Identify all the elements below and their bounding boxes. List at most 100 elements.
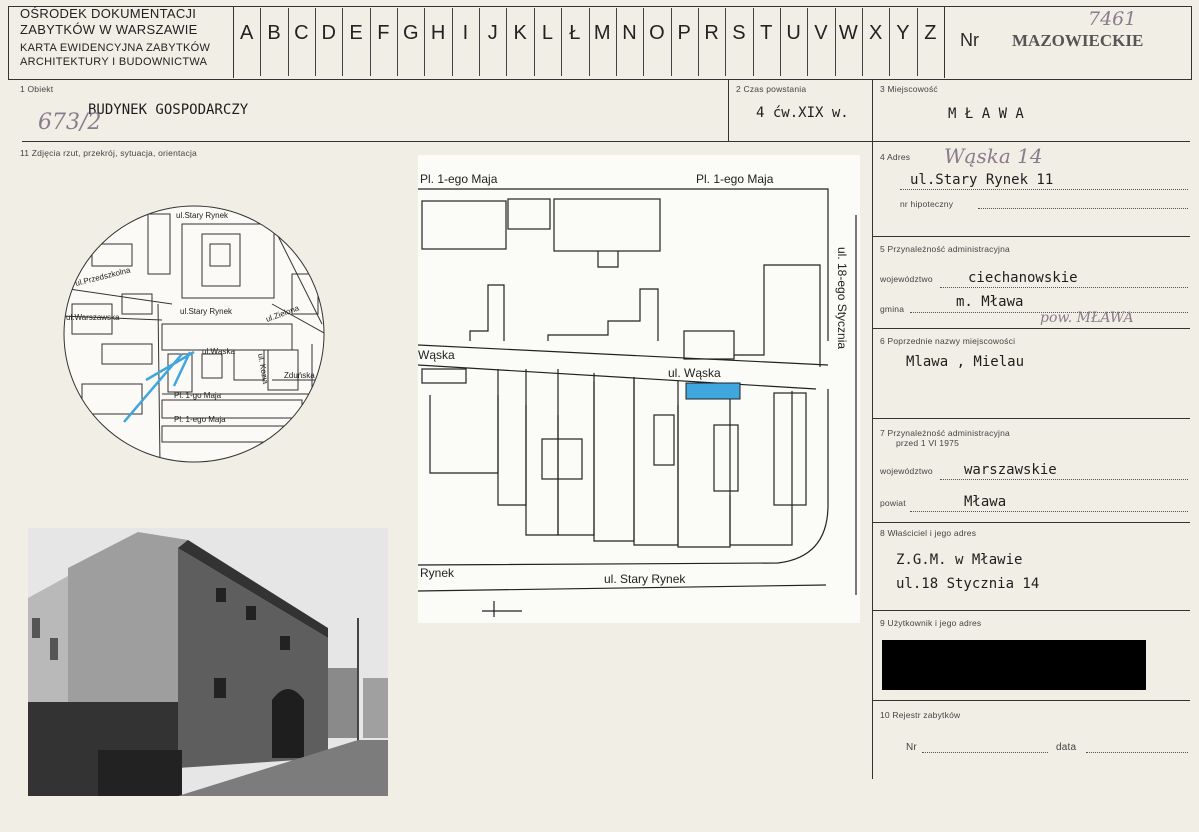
field5-gmina-value: m. Mława xyxy=(956,294,1024,310)
field7-powiat-dotline xyxy=(910,511,1188,512)
alphabet-letter: X xyxy=(868,22,883,44)
alphabet-letter: S xyxy=(732,22,746,44)
alphabet-letter: Ł xyxy=(569,22,581,44)
card-line-1: KARTA EWIDENCYJNA ZABYTKÓW xyxy=(20,42,211,54)
construction-date: 4 ćw.XIX w. xyxy=(756,105,849,121)
field7-woj-label: województwo xyxy=(880,466,933,476)
field8-bottom-line xyxy=(872,610,1190,611)
alphabet-letter: G xyxy=(402,22,419,44)
circle-label-pl-1-ego-maja: Pl. 1-ego Maja xyxy=(174,415,226,424)
circle-label-pl-1-go-maja: Pl. 1-go Maja xyxy=(174,391,222,400)
field5-woj-dotline xyxy=(940,287,1188,288)
field7-label-line1: 7 Przynależność administracyjna xyxy=(880,428,1010,438)
field6-label: 6 Poprzednie nazwy miejscowości xyxy=(880,336,1016,346)
alphabet-letter: C xyxy=(294,22,309,44)
locality: M Ł A W A xyxy=(948,106,1024,122)
alphabet-separator xyxy=(889,8,891,76)
field5-woj-label: województwo xyxy=(880,274,933,284)
alphabet-separator xyxy=(670,8,672,76)
field7-powiat-value: Mława xyxy=(964,494,1007,510)
card-line-2: ARCHITEKTURY I BUDOWNICTWA xyxy=(20,56,208,68)
alphabet-separator xyxy=(561,8,563,76)
circle-label-stary-rynek: ul.Stary Rynek xyxy=(180,307,233,316)
alphabet-letter: D xyxy=(321,22,336,44)
alphabet-separator xyxy=(479,8,481,76)
alphabet-separator xyxy=(807,8,809,76)
field4-bottom-line xyxy=(872,236,1190,237)
alphabet-letter: Y xyxy=(896,22,910,44)
voivodeship-stamp: MAZOWIECKIE xyxy=(1012,31,1144,50)
plan-label-waska: ul. Wąska xyxy=(668,366,721,380)
field3-label: 3 Miejscowość xyxy=(880,84,938,94)
alphabet-separator xyxy=(725,8,727,76)
alphabet-separator xyxy=(451,8,453,76)
owner-line-2: ul.18 Stycznia 14 xyxy=(896,576,1040,592)
alphabet-letter: O xyxy=(649,22,665,44)
register-nr-dotline xyxy=(922,752,1048,753)
plan-label-stary-rynek: ul. Stary Rynek xyxy=(604,572,686,586)
handwritten-powiat: pow. MŁAWA xyxy=(1040,310,1134,326)
field5-woj-value: ciechanowskie xyxy=(968,270,1078,286)
handwritten-address: Wąska 14 xyxy=(944,144,1043,168)
field7-bottom-line xyxy=(872,522,1190,523)
row1-right-bottom-line xyxy=(728,141,1190,142)
handwritten-card-number: 7461 xyxy=(1088,8,1137,30)
alphabet-separator xyxy=(342,8,344,76)
alphabet-letter: B xyxy=(267,22,281,44)
alphabet-separator xyxy=(397,8,399,76)
alphabet-separator xyxy=(287,8,289,76)
alphabet-separator xyxy=(834,8,836,76)
former-names: Mlawa , Mielau xyxy=(906,354,1025,370)
alphabet-letter: P xyxy=(677,22,691,44)
field7-woj-value: warszawskie xyxy=(964,462,1057,478)
alphabet-letter: H xyxy=(430,22,446,44)
register-nr-label: Nr xyxy=(906,742,917,753)
field2-label: 2 Czas powstania xyxy=(736,84,807,94)
divider-2 xyxy=(728,79,729,141)
alphabet-separator xyxy=(779,8,781,76)
plan-label-rynek: Rynek xyxy=(420,566,455,580)
field7-woj-dotline xyxy=(940,479,1188,480)
address-dotline xyxy=(900,189,1188,190)
field7-powiat-label: powiat xyxy=(880,498,906,508)
alphabet-letter: F xyxy=(377,22,390,44)
alphabet-letter: K xyxy=(513,22,527,44)
object-name: BUDYNEK GOSPODARCZY xyxy=(88,102,249,118)
nr-label: Nr xyxy=(960,30,979,50)
location-map-circle: ul.Stary Rynek ul.Stary Rynek ul.Przedsz… xyxy=(63,205,325,463)
alphabet-letter: L xyxy=(541,22,554,44)
alphabet-letter: R xyxy=(704,22,719,44)
mortgage-number-label: nr hipoteczny xyxy=(900,199,954,209)
alphabet-letter: E xyxy=(349,22,363,44)
header-divider xyxy=(233,6,234,78)
plan-label-pl-1-ego-maja-right: Pl. 1-ego Maja xyxy=(696,172,774,186)
field8-label: 8 Właściciel i jego adres xyxy=(880,528,977,538)
alphabet-separator xyxy=(615,8,617,76)
header-frame xyxy=(8,6,1192,80)
alphabet-letter: M xyxy=(593,22,611,44)
alphabet-separator xyxy=(315,8,317,76)
alphabet-letter: I xyxy=(462,22,469,44)
alphabet-letter: Z xyxy=(924,22,937,44)
field1-label: 1 Obiekt xyxy=(20,84,54,94)
alphabet-letter: V xyxy=(814,22,828,44)
alphabet-separator xyxy=(424,8,426,76)
row1-bottom-line xyxy=(22,141,728,142)
field9-label: 9 Użytkownik i jego adres xyxy=(880,618,982,628)
field5-label: 5 Przynależność administracyjna xyxy=(880,244,1010,254)
alphabet-separator xyxy=(916,8,918,76)
alphabet-separator xyxy=(369,8,371,76)
site-plan: Pl. 1-ego Maja Pl. 1-ego Maja ul. 18-ego… xyxy=(418,155,860,623)
highlighted-building xyxy=(685,382,741,400)
alphabet-separator xyxy=(260,8,262,76)
field6-bottom-line xyxy=(872,418,1190,419)
field5-gmina-dotline xyxy=(910,312,1188,313)
mortgage-dotline xyxy=(978,208,1188,209)
alphabet-letter: A xyxy=(240,22,254,44)
handwritten-object-number: 673/2 xyxy=(38,110,102,135)
plan-label-waska-left: Wąska xyxy=(418,348,455,362)
nr-divider xyxy=(944,6,945,78)
alphabet-separator xyxy=(752,8,754,76)
address-value: ul.Stary Rynek 11 xyxy=(910,172,1054,188)
